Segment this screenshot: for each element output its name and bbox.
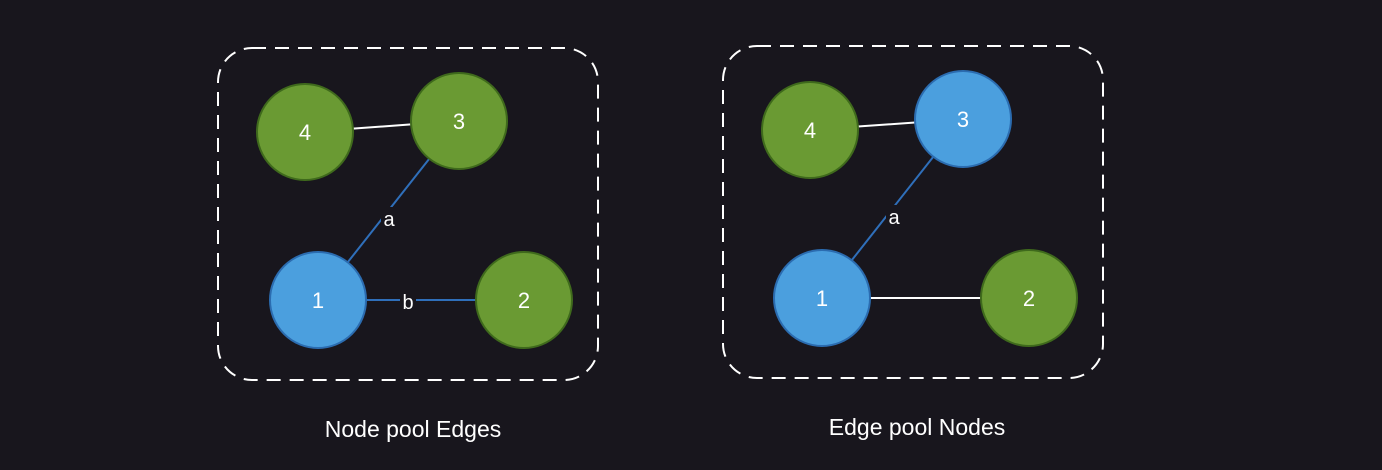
edges-layer: a — [850, 121, 981, 299]
edge-label-b: b — [402, 292, 413, 314]
node-1 — [773, 249, 871, 347]
nodes-layer: 4 3 1 2 — [761, 70, 1078, 347]
edge-label-background — [886, 205, 902, 227]
edge-4-3 — [352, 123, 412, 130]
edge-label-background — [381, 207, 397, 229]
node-2 — [980, 249, 1078, 347]
node-1 — [269, 251, 367, 349]
edge-label-a: a — [383, 209, 395, 231]
node-label-4: 4 — [299, 120, 311, 145]
edge-label-a: a — [888, 207, 900, 229]
node-3 — [914, 70, 1012, 168]
node-label-2: 2 — [518, 288, 530, 313]
edges-layer: ab — [346, 123, 476, 314]
node-4 — [256, 83, 354, 181]
panel-edge-pool-nodes: a 4 3 1 2 Edge pool Nodes — [722, 45, 1104, 440]
edge-label-background — [400, 290, 416, 312]
node-label-3: 3 — [957, 107, 969, 132]
nodes-layer: 4 3 1 2 — [256, 72, 573, 349]
node-label-4: 4 — [804, 118, 816, 143]
panel-caption: Node pool Edges — [325, 416, 501, 442]
node-label-1: 1 — [816, 286, 828, 311]
node-3 — [410, 72, 508, 170]
panel-caption: Edge pool Nodes — [829, 414, 1005, 440]
panel-border — [722, 45, 1104, 379]
edge-4-3 — [857, 121, 916, 128]
node-2 — [475, 251, 573, 349]
panel-border — [217, 47, 599, 381]
node-4 — [761, 81, 859, 179]
node-label-1: 1 — [312, 288, 324, 313]
node-label-2: 2 — [1023, 286, 1035, 311]
node-label-3: 3 — [453, 109, 465, 134]
